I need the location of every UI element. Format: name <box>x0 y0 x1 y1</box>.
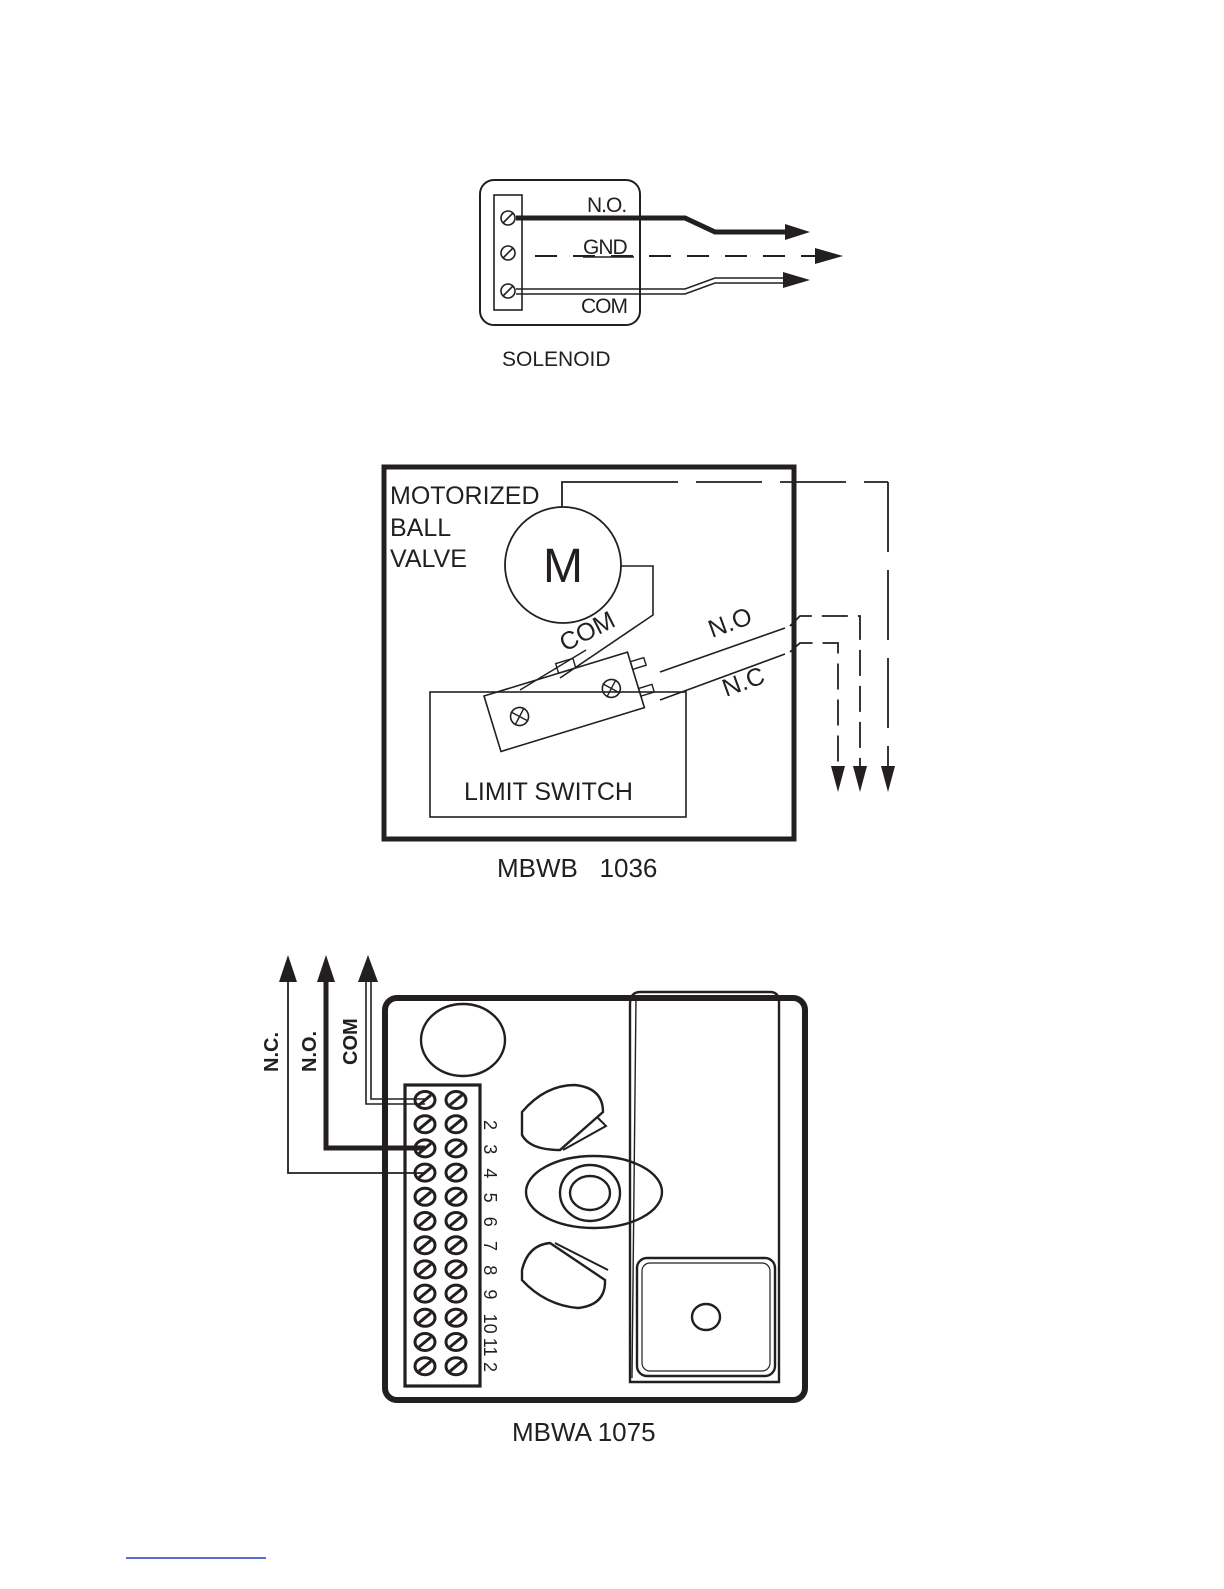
solenoid-gnd-wire <box>535 248 843 264</box>
terminal-screw <box>415 1334 435 1351</box>
controller-no-label: N.O. <box>299 1031 321 1072</box>
motor-com-wire-2 <box>520 650 586 690</box>
controller-terminal-numbers: 2 3 4 5 6 7 8 9 10 11 2 <box>480 1120 500 1372</box>
terminal-number: 2 <box>480 1120 500 1130</box>
solenoid-terminal-screws <box>501 211 515 298</box>
controller-housing <box>385 998 805 1400</box>
terminal-screw <box>446 1285 466 1302</box>
terminal-screw <box>446 1213 466 1230</box>
terminal-screw <box>415 1092 435 1109</box>
terminal-screw <box>446 1261 466 1278</box>
terminal-number: 11 <box>480 1338 500 1357</box>
ball-valve-no-label: N.O <box>704 602 755 644</box>
terminal-number: 10 <box>480 1314 500 1334</box>
terminal-screw <box>446 1092 466 1109</box>
terminal-screw <box>446 1188 466 1205</box>
controller-round-port <box>421 1004 505 1076</box>
terminal-screw <box>415 1116 435 1133</box>
ball-valve-diagram: MOTORIZED BALL VALVE M COM N. <box>384 467 895 883</box>
terminal-screw <box>446 1116 466 1133</box>
terminal-screw <box>446 1164 466 1181</box>
ball-valve-nc-wire <box>790 643 838 770</box>
terminal-number: 8 <box>480 1265 500 1275</box>
terminal-number: 3 <box>480 1144 500 1154</box>
terminal-screw <box>415 1285 435 1302</box>
terminal-number: 9 <box>480 1289 500 1299</box>
terminal-number: 5 <box>480 1193 500 1203</box>
terminal-number: 2 <box>480 1362 500 1372</box>
motor-letter: M <box>543 540 583 593</box>
controller-terminal-screws <box>415 1092 466 1375</box>
controller-diagram: 2 3 4 5 6 7 8 9 10 11 2 N.C. N.O. COM MBWA 1075 <box>261 955 805 1447</box>
controller-com-label: COM <box>340 1018 362 1065</box>
controller-cover-window <box>637 1258 775 1376</box>
ball-valve-no-wire <box>790 616 860 770</box>
solenoid-no-label: N.O. <box>587 194 626 217</box>
terminal-screw <box>446 1334 466 1351</box>
terminal-screw <box>415 1358 435 1375</box>
ball-valve-caption: MBWB 1036 <box>497 853 657 883</box>
controller-upper-tab <box>522 1085 603 1150</box>
limit-switch-label: LIMIT SWITCH <box>464 778 633 806</box>
controller-cover <box>630 992 779 1382</box>
terminal-screw <box>446 1309 466 1326</box>
solenoid-no-wire <box>516 218 810 240</box>
terminal-screw <box>446 1358 466 1375</box>
controller-caption: MBWA 1075 <box>512 1417 656 1447</box>
ball-valve-nc-label: N.C <box>718 662 768 703</box>
terminal-screw <box>415 1309 435 1326</box>
solenoid-com-label: COM <box>581 295 627 318</box>
ball-valve-output-arrows <box>831 766 895 792</box>
terminal-screw <box>415 1188 435 1205</box>
controller-center-eye <box>526 1156 662 1228</box>
solenoid-gnd-label: GND <box>583 236 628 259</box>
ball-valve-title-line1: MOTORIZED <box>390 482 540 510</box>
controller-lower-tab <box>522 1243 605 1308</box>
terminal-screw <box>415 1261 435 1278</box>
solenoid-caption: SOLENOID <box>502 348 611 371</box>
ball-valve-title-line2: BALL <box>390 514 451 542</box>
controller-nc-label: N.C. <box>261 1032 283 1072</box>
solenoid-com-wire <box>516 272 810 294</box>
terminal-number: 7 <box>480 1241 500 1251</box>
controller-com-wire <box>358 955 425 1104</box>
terminal-screw <box>415 1237 435 1254</box>
terminal-number: 4 <box>480 1168 500 1178</box>
terminal-number: 6 <box>480 1217 500 1227</box>
terminal-screw <box>415 1213 435 1230</box>
ball-valve-title-line3: VALVE <box>390 545 467 573</box>
ball-valve-com-label: COM <box>555 606 620 657</box>
terminal-screw <box>446 1140 466 1157</box>
controller-cover-hole <box>692 1304 720 1330</box>
terminal-screw <box>446 1237 466 1254</box>
solenoid-diagram: N.O. GND COM SOLENOID <box>480 180 843 371</box>
